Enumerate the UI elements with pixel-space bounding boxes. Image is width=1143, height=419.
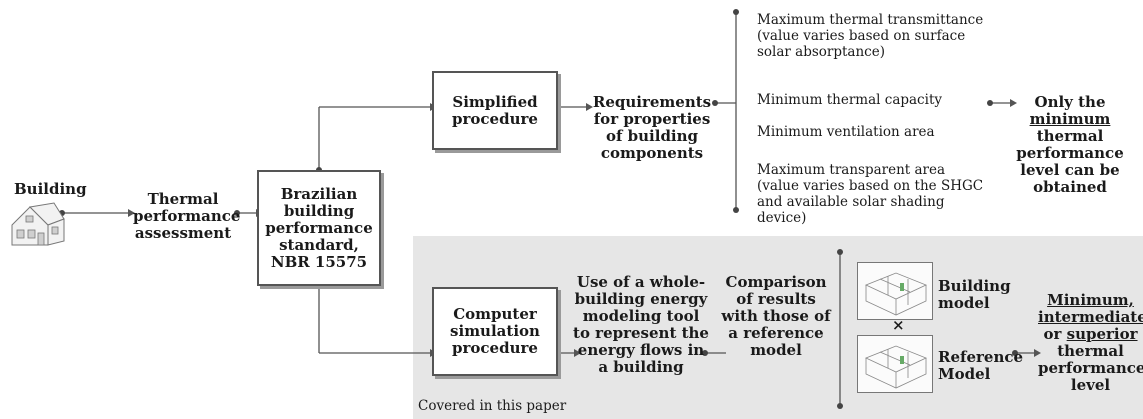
result-post: thermal performance level [1038, 342, 1143, 394]
house-icon [11, 202, 65, 246]
requirement-item: Minimum thermal capacity [757, 92, 942, 108]
result-minimum: Minimum, [1047, 291, 1134, 309]
standard-label: Brazilian building performance standard,… [265, 184, 373, 271]
result-or: or [1043, 325, 1062, 343]
result-superior: superior [1066, 325, 1138, 343]
requirement-item: Minimum ventilation area [757, 124, 935, 140]
simulation-result: Minimum, intermediate, or superior therm… [1038, 292, 1143, 394]
simplified-procedure-box: Simplified procedure [432, 71, 558, 150]
comparison-label: Comparison of results with those of a re… [721, 273, 831, 359]
simplified-result-emphasis: minimum [1029, 110, 1111, 128]
standard-box: Brazilian building performance standard,… [257, 170, 381, 286]
simplified-result-post: thermal performance level can be obtaine… [1016, 127, 1124, 196]
building-model-thumbnail [857, 262, 933, 320]
building-label: Building [14, 180, 87, 198]
simulation-procedure-label: Computer simulation procedure [450, 305, 540, 357]
result-intermediate: intermediate, [1038, 308, 1143, 326]
simplified-result: Only the minimum thermal performance lev… [1015, 94, 1125, 196]
requirements-label: Requirements for properties of building … [592, 93, 712, 162]
reference-model-label: Reference Model [938, 348, 1024, 383]
simplified-procedure-label: Simplified procedure [452, 92, 538, 128]
building-model-label: Building model [938, 277, 1011, 312]
covered-note: Covered in this paper [418, 398, 567, 414]
assessment-label: Thermal performance assessment [133, 190, 241, 242]
reference-model-thumbnail [857, 335, 933, 393]
simulation-procedure-box: Computer simulation procedure [432, 287, 558, 376]
times-sign: × [892, 316, 905, 334]
simplified-result-pre: Only the [1034, 93, 1106, 111]
requirement-item: Maximum transparent area (value varies b… [757, 162, 984, 226]
tool-label: Use of a whole-building energy modeling … [573, 273, 709, 376]
requirement-item: Maximum thermal transmittance (value var… [757, 12, 984, 60]
